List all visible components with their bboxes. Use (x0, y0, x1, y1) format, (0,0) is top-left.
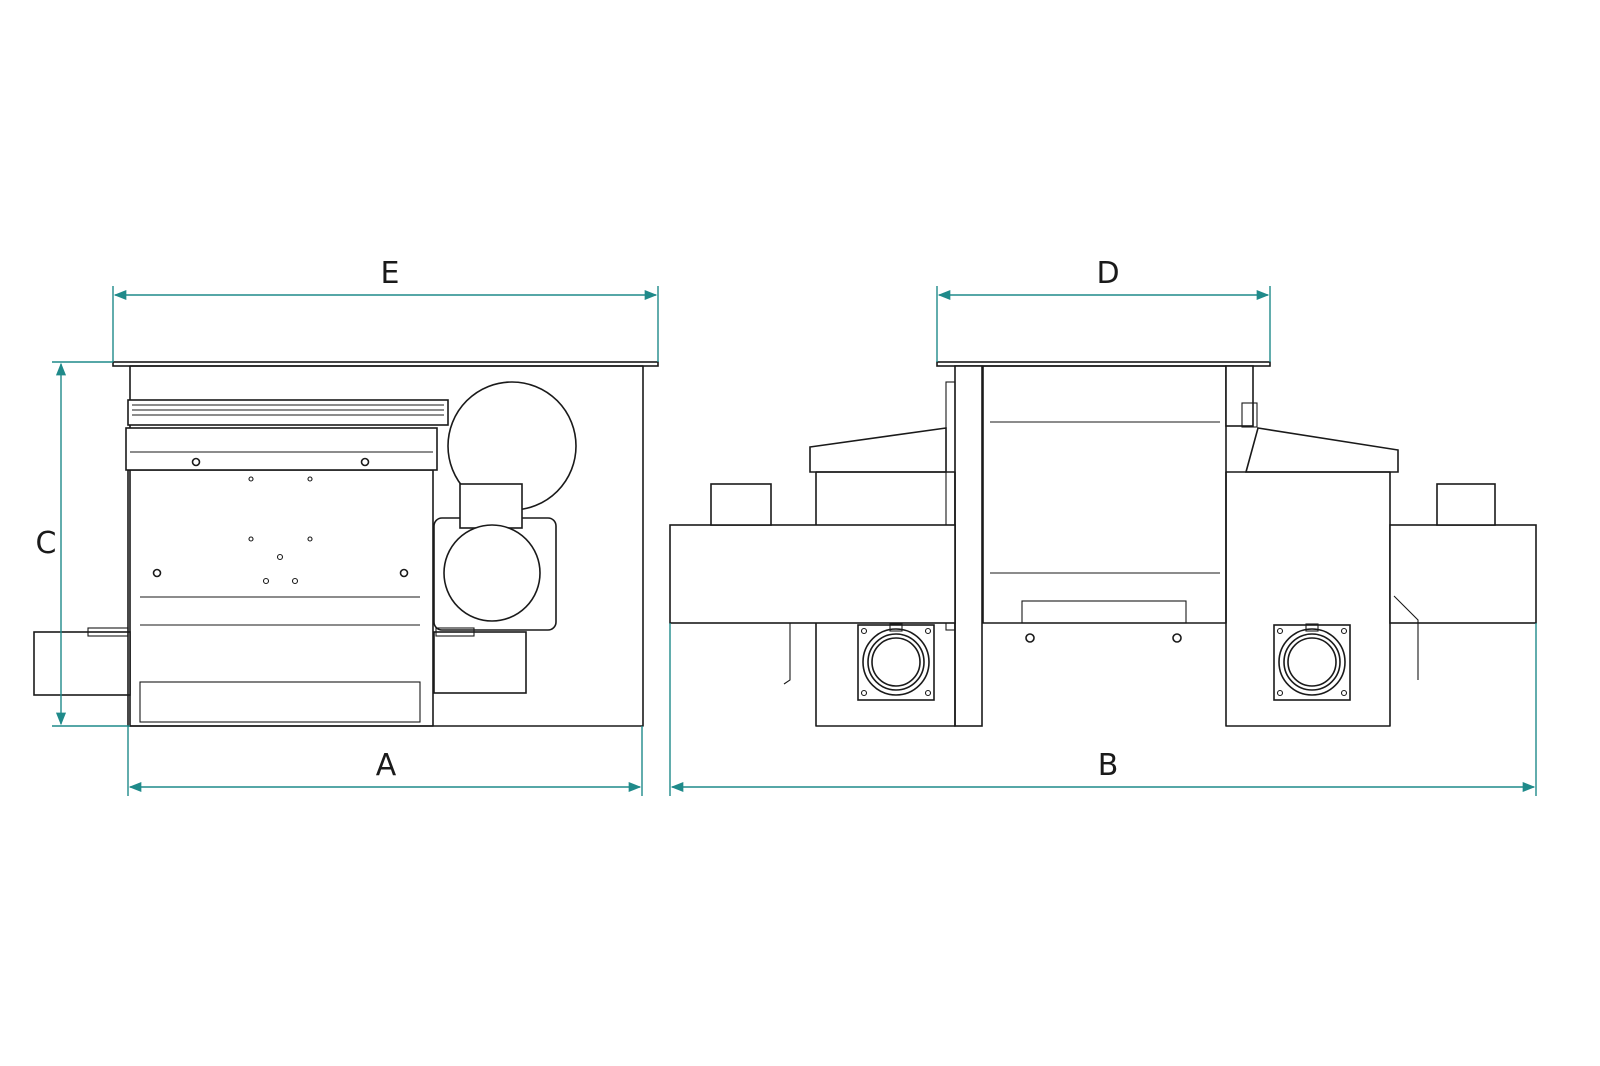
dimension-B: B (669, 623, 1537, 796)
front-top-rail (127, 399, 449, 426)
hole (248, 476, 254, 482)
side-center-tray (1021, 600, 1187, 624)
front-view (33, 361, 659, 727)
right-port-ring (1283, 633, 1341, 691)
bolt (399, 568, 409, 578)
right-duct (1389, 524, 1537, 624)
right-hopper-lid (1244, 427, 1399, 473)
right-port-bore (1287, 637, 1337, 687)
left-hopper-lid (809, 427, 947, 473)
front-inlet-pipe (33, 631, 131, 696)
front-hopper-body (127, 469, 434, 727)
dimension-label-A: A (376, 748, 397, 783)
right-duct-stub (1436, 483, 1496, 526)
dimension-D: D (936, 256, 1271, 362)
left-port-plate (857, 624, 935, 701)
front-blower-circle (443, 524, 541, 622)
dimension-label-E: E (381, 256, 400, 291)
left-duct-stub (710, 483, 772, 526)
hole (307, 536, 313, 542)
dimension-label-D: D (1096, 256, 1119, 291)
bolt (152, 568, 162, 578)
hole (262, 577, 270, 585)
dimension-E: E (112, 256, 659, 362)
bolt (191, 457, 201, 467)
dimension-C: C (36, 361, 130, 727)
right-port-ring-outer (1278, 628, 1346, 696)
side-right-latch (1241, 402, 1258, 428)
side-left-plate (954, 365, 983, 727)
front-drawer (139, 681, 421, 723)
right-port-plate (1273, 624, 1351, 701)
right-port-latch (1305, 623, 1319, 632)
foot-bolt (1025, 633, 1035, 643)
side-center-body (982, 365, 1227, 624)
hole (276, 553, 284, 561)
dimension-A: A (127, 726, 643, 796)
front-outlet-clamp (435, 627, 475, 637)
left-port-bore (871, 637, 921, 687)
bolt (360, 457, 370, 467)
left-port-latch (889, 623, 903, 632)
front-hopper-lid (125, 427, 438, 471)
left-bracket (783, 623, 791, 685)
front-blower-neck (459, 483, 523, 529)
dimension-label-C: C (36, 526, 57, 561)
side-right-plate (1225, 365, 1254, 427)
foot-bolt (1172, 633, 1182, 643)
left-port-ring (867, 633, 925, 691)
side-view (669, 361, 1537, 727)
left-port-ring-outer (862, 628, 930, 696)
left-duct (669, 524, 956, 624)
right-bracket (1393, 595, 1419, 680)
hole (248, 536, 254, 542)
front-outlet-pipe (433, 631, 527, 694)
dimension-label-B: B (1098, 748, 1119, 783)
hole (291, 577, 299, 585)
hole (307, 476, 313, 482)
